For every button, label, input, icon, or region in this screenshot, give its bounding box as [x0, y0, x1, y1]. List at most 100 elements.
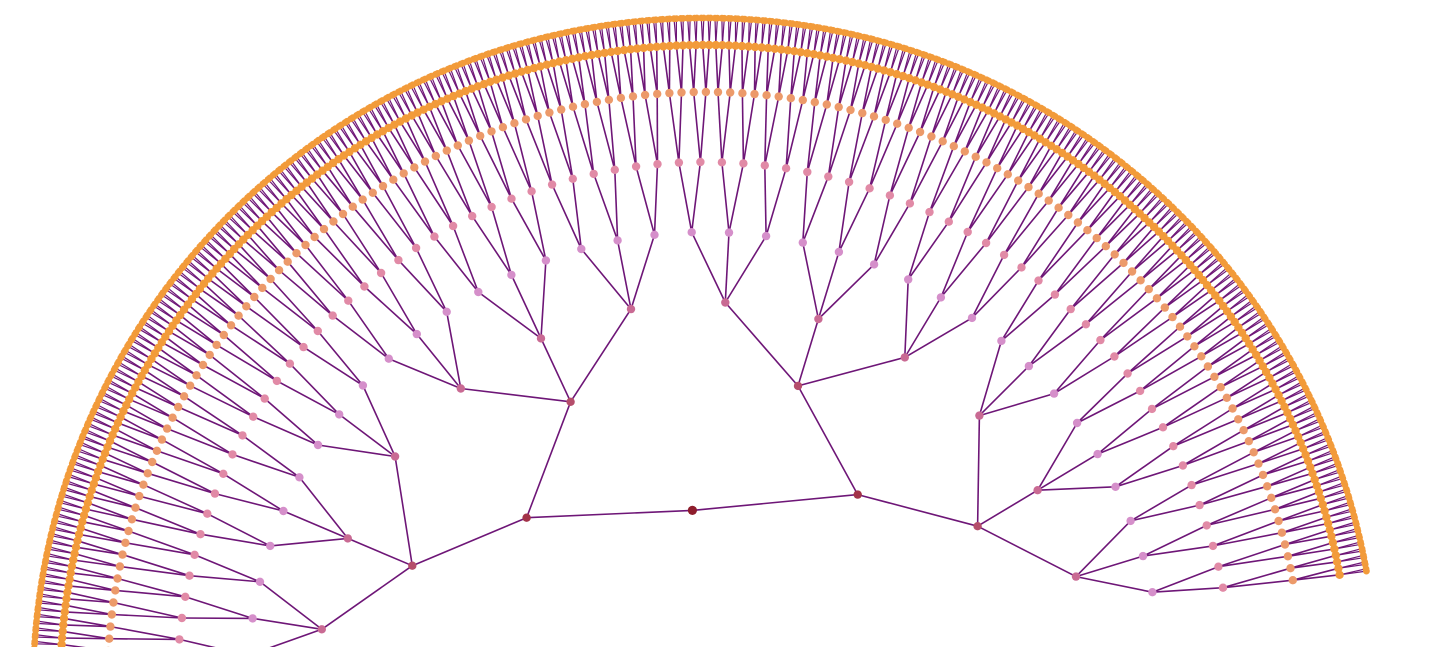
tree-node: [853, 490, 862, 499]
tree-link: [104, 452, 149, 475]
tree-node: [1123, 369, 1132, 378]
leaf-link: [36, 620, 64, 626]
tree-link: [1271, 485, 1318, 499]
tree-node: [1169, 442, 1178, 451]
tree-link: [873, 195, 891, 265]
tree-node: [162, 424, 172, 433]
tree-node: [905, 199, 915, 208]
tree-link: [359, 144, 384, 187]
tree-node: [1197, 352, 1206, 361]
tree-link: [1179, 300, 1220, 328]
leaf-link: [1262, 353, 1288, 367]
tree-link: [1278, 503, 1324, 522]
tree-link: [1057, 171, 1090, 209]
tree-link: [233, 248, 272, 280]
tree-node: [665, 41, 674, 51]
tree-link: [540, 338, 572, 403]
tree-node: [925, 207, 934, 217]
tree-node: [711, 40, 720, 50]
tree-node: [258, 283, 267, 293]
tree-node: [616, 93, 626, 103]
leaf-link: [1028, 109, 1044, 133]
tree-node: [139, 480, 148, 489]
tree-node: [744, 42, 753, 51]
leaf-link: [715, 18, 718, 46]
tree-link: [1226, 376, 1270, 399]
tree-link: [372, 192, 417, 249]
tree-link: [513, 123, 533, 192]
tree-link: [565, 60, 574, 107]
tree-link: [1148, 259, 1187, 290]
tree-node: [57, 640, 66, 647]
tree-node: [313, 440, 323, 450]
leaf-link: [494, 51, 504, 78]
tree-node: [1263, 482, 1272, 491]
leaf-link: [1022, 105, 1038, 130]
tree-link: [266, 216, 298, 254]
tree-link: [721, 162, 730, 233]
leaf-link: [158, 297, 181, 316]
tree-link: [89, 495, 136, 509]
tree-node: [1158, 423, 1168, 432]
tree-node: [561, 56, 571, 65]
tree-link: [470, 88, 493, 132]
tree-link: [797, 318, 820, 387]
tree-link: [177, 406, 243, 437]
tree-node: [1147, 404, 1157, 414]
tree-link: [826, 57, 834, 105]
tree-link: [608, 99, 616, 170]
leaf-link: [400, 90, 413, 116]
leaf-link: [481, 55, 491, 82]
tree-link: [397, 259, 448, 313]
tree-link: [717, 92, 723, 163]
tree-node: [219, 330, 228, 340]
leaf-link: [1234, 307, 1258, 323]
leaf-link: [1269, 365, 1294, 379]
leaf-link: [553, 34, 560, 62]
tree-link: [70, 572, 118, 580]
tree-link: [85, 508, 133, 521]
tree-link: [179, 638, 216, 647]
tree-link: [533, 67, 551, 113]
tree-node: [757, 43, 766, 52]
tree-link: [540, 260, 547, 339]
tree-node: [592, 97, 602, 107]
tree-node: [541, 256, 551, 265]
leaf-link: [40, 586, 68, 593]
leaf-link: [501, 49, 510, 76]
tree-node: [65, 575, 74, 584]
tree-link: [826, 58, 841, 105]
leaf-link: [1181, 237, 1203, 256]
tree-link: [1054, 237, 1098, 296]
tree-node: [1195, 500, 1204, 510]
tree-link: [1027, 148, 1058, 188]
tree-link: [1162, 386, 1222, 428]
tree-link: [402, 173, 436, 237]
tree-node: [1239, 426, 1248, 435]
leaf-link: [870, 40, 881, 68]
tree-link: [953, 101, 972, 147]
tree-link: [1077, 183, 1106, 223]
tree-node: [738, 89, 747, 98]
tree-node: [999, 250, 1009, 260]
leaf-link: [547, 36, 554, 64]
tree-node: [1138, 551, 1148, 561]
tree-node: [685, 41, 694, 50]
tree-link: [238, 315, 291, 365]
tree-node: [1214, 562, 1223, 571]
tree-node: [329, 217, 338, 226]
tree-link: [940, 242, 987, 298]
tree-node: [982, 158, 991, 167]
tree-link: [590, 54, 598, 102]
tree-node: [71, 543, 81, 552]
tree-node: [696, 157, 705, 167]
tree-link: [321, 565, 413, 630]
tree-link: [1266, 466, 1311, 488]
leaf-link: [375, 103, 390, 129]
leaf-link: [648, 20, 651, 48]
tree-node: [547, 180, 557, 189]
leaf-link: [1337, 557, 1364, 563]
leaf-link: [1329, 523, 1357, 531]
leaf-link: [296, 156, 313, 179]
